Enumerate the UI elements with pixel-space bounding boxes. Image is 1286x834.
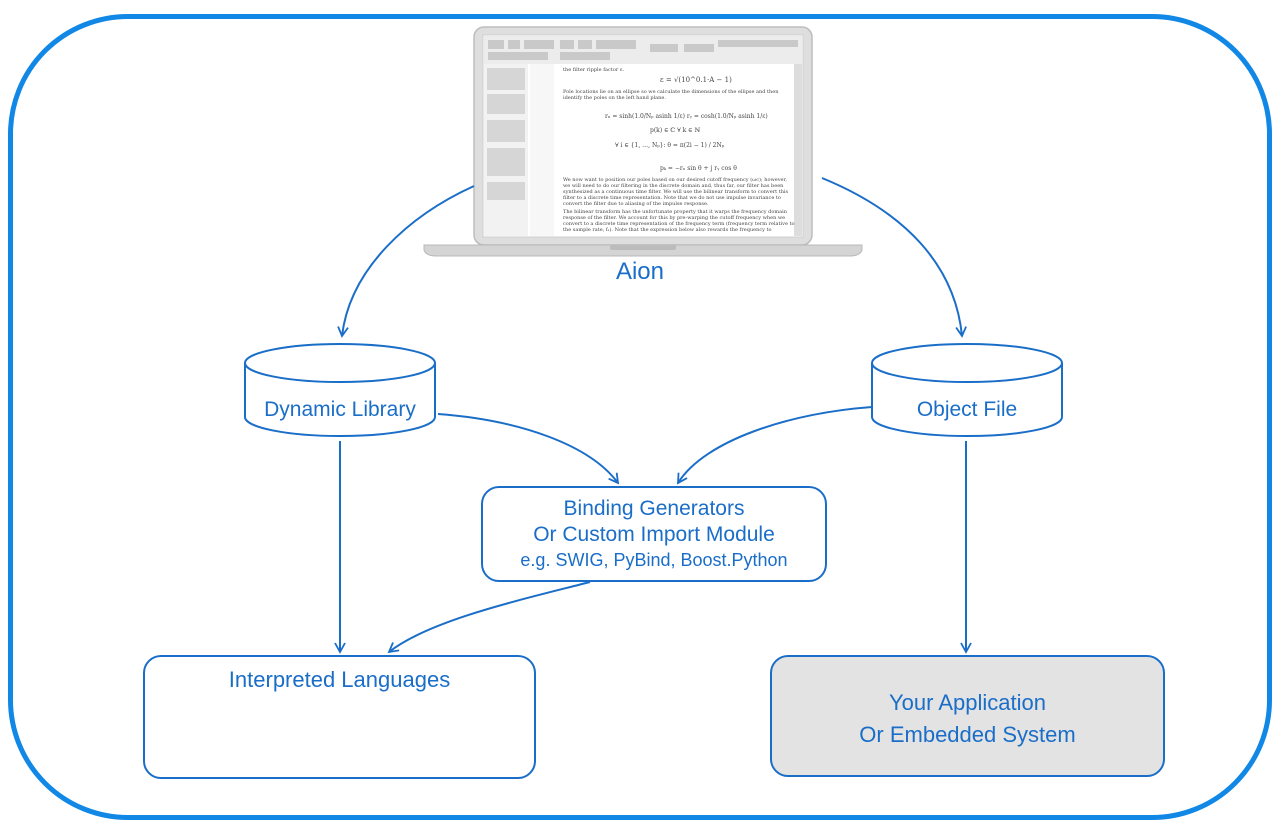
application-line-2: Or Embedded System <box>859 722 1076 747</box>
dynamic-library-cylinder <box>244 343 436 437</box>
screen-line: We now want to position our poles based … <box>563 176 787 183</box>
screen-line: the filter ripple factor ε. <box>563 67 624 73</box>
svg-text:∀ i ∈ {1, …, Nₚ}: θ = π(2i −: ∀ i ∈ {1, …, Nₚ}: θ = π(2i − 1) / 2Nₚ <box>615 142 725 149</box>
laptop: the filter ripple factor ε. ε = √(10^0.1… <box>423 26 863 257</box>
outer-frame <box>8 14 1272 820</box>
screen-line: The bilinear transform has the unfortuna… <box>563 209 788 215</box>
screen-line: synthesized as a continuous time filter.… <box>563 189 789 195</box>
screen-line: identify the poles on the left hand plan… <box>563 95 666 101</box>
arrow-aion-to-object-file <box>821 177 967 338</box>
screen-line: convert to a discrete time representatio… <box>563 220 795 227</box>
application-box: Your Application Or Embedded System <box>770 655 1165 777</box>
interpreted-languages-title: Interpreted Languages <box>228 667 451 692</box>
svg-text:rₓ = sinh(1.0/Nₚ asinh 1/ε): rₓ = sinh(1.0/Nₚ asinh 1/ε) rᵧ = cosh(1.… <box>605 113 768 120</box>
interpreted-languages-box: Interpreted Languages <box>143 655 536 779</box>
binding-line-2: Or Custom Import Module <box>533 523 775 546</box>
svg-text:ε = √(10^0.1·A − 1): ε = √(10^0.1·A − 1) <box>660 76 732 84</box>
screen-line: filter to a discrete time representation… <box>563 195 781 201</box>
svg-text:pₖ = −rₓ sin θ + j rᵧ cos θ: pₖ = −rₓ sin θ + j rᵧ cos θ <box>660 165 737 172</box>
svg-text:p(k) ∈ ℂ ∀ k ∈ ℕ: p(k) ∈ ℂ ∀ k ∈ ℕ <box>650 127 701 134</box>
screen-line: Pole locations lie on an ellipse so we c… <box>563 89 779 95</box>
arrow-object-file-to-binding <box>677 406 873 485</box>
binding-line-1: Binding Generators <box>563 497 745 520</box>
aion-label: Aion <box>615 258 665 285</box>
binding-examples: e.g. SWIG, PyBind, Boost.Python <box>520 550 788 570</box>
arrow-dynamic-library-to-binding <box>437 413 620 485</box>
arrow-aion-to-dynamic-library <box>337 185 475 338</box>
application-line-1: Your Application <box>889 690 1046 715</box>
arrow-binding-to-interpreted <box>387 581 591 654</box>
dynamic-library-label: Dynamic Library <box>264 398 416 421</box>
screen-line: response of the filter. We account for t… <box>563 215 785 221</box>
screen-line: the sample rate, fₛ). Note that the expr… <box>563 226 772 233</box>
screen-line: we will need to do our filtering in the … <box>563 183 784 189</box>
object-file-cylinder <box>871 343 1063 437</box>
object-file-label: Object File <box>917 398 1017 421</box>
binding-generators-box: Binding Generators Or Custom Import Modu… <box>481 486 827 582</box>
screen-line: convert the filter due to aliasing of th… <box>563 201 709 207</box>
